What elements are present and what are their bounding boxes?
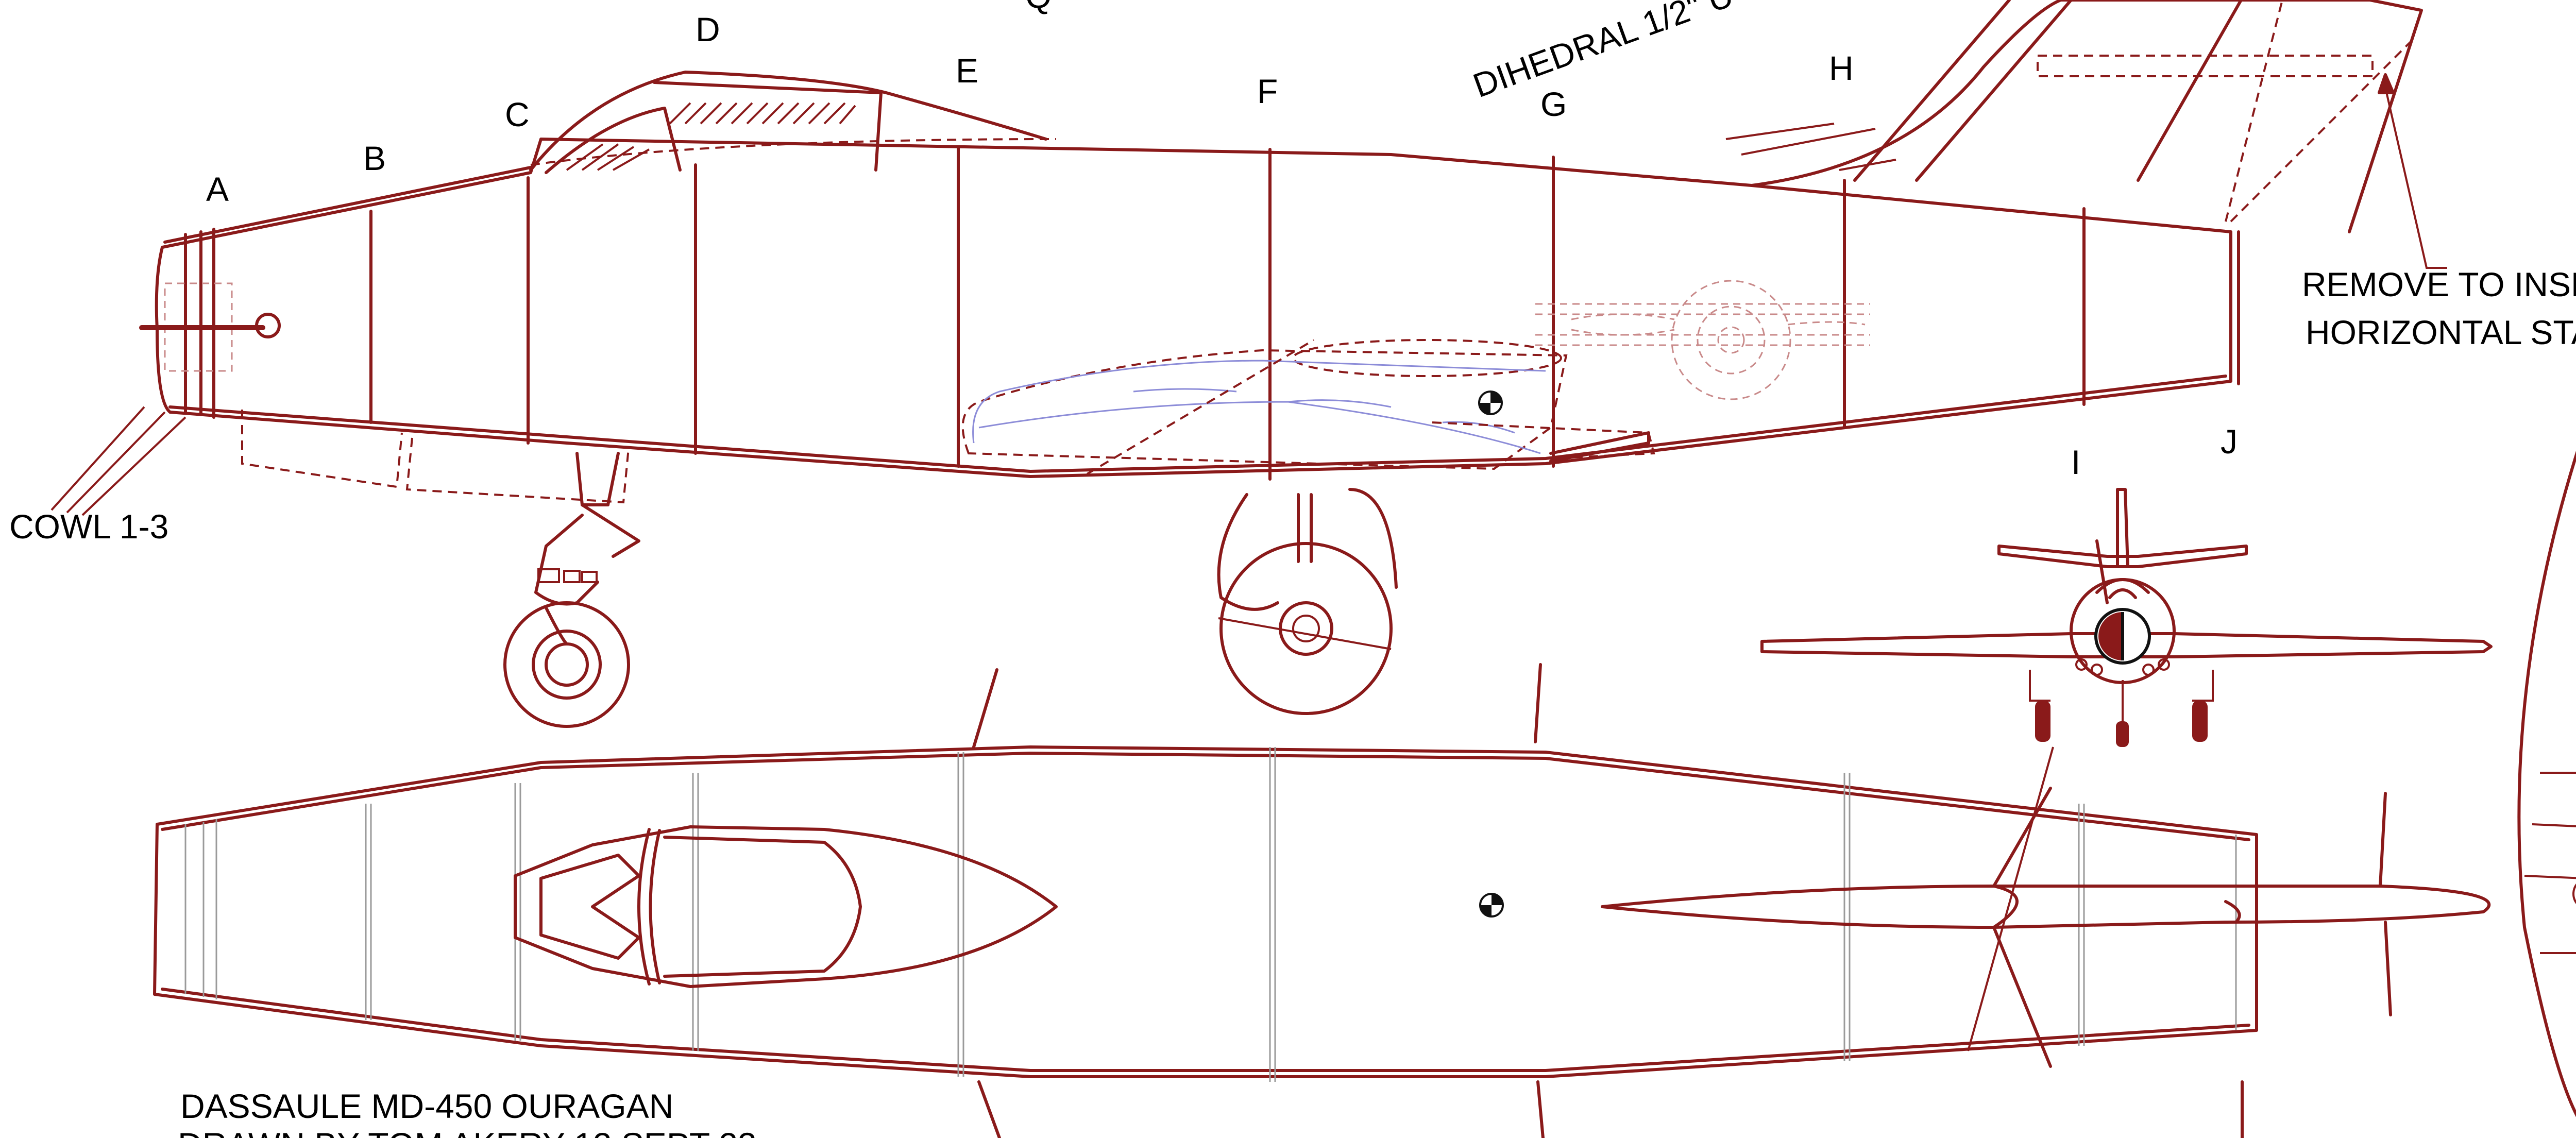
top-view — [153, 663, 2491, 1138]
side-vertical-fin — [1750, 0, 2423, 233]
cowl-label: COWL 1-3 — [9, 507, 168, 546]
station-label-j: J — [2221, 422, 2238, 461]
main-landing-gear — [1217, 488, 1398, 715]
stab-note-line2: HORIZONTAL STAB — [2306, 313, 2576, 351]
station-label-g: G — [1540, 85, 1567, 123]
stab-note-line1: REMOVE TO INSERT — [2302, 265, 2576, 303]
nose-landing-gear — [503, 452, 640, 728]
drawing-title: DASSAULE MD-450 OURAGAN — [180, 1087, 673, 1125]
station-label-h: H — [1829, 49, 1854, 87]
station-label-b: B — [363, 139, 386, 177]
center-of-gravity-icon — [1478, 390, 1503, 415]
side-view — [50, 0, 2447, 728]
station-label-c: C — [505, 95, 530, 133]
station-labels: A B C D E F G H I J — [206, 10, 2238, 481]
side-canopy — [529, 71, 1047, 172]
station-label-d: D — [696, 10, 720, 48]
dihedral-note: DIHEDRAL 1/2" U — [1468, 0, 1738, 105]
intake-icon — [2094, 608, 2151, 665]
top-fuselage-outline — [153, 745, 2258, 1078]
top-horizontal-stab — [1601, 885, 2019, 929]
side-fuselage-outline — [155, 138, 2232, 478]
center-of-gravity-icon — [1479, 893, 1504, 918]
top-canopy — [514, 825, 1058, 988]
station-label-a: A — [206, 170, 229, 208]
front-view — [1760, 488, 2493, 1051]
station-label-f: F — [1257, 72, 1278, 110]
station-label-e: E — [956, 52, 978, 90]
fuselage-top-former-view — [2517, 450, 2576, 1117]
station-label-i: I — [2071, 443, 2080, 481]
top-cut-letter: Q — [1025, 0, 1052, 15]
drawn-by-credit: DRAWN BY TOM AKERY 12 SEPT 23 — [178, 1126, 757, 1138]
